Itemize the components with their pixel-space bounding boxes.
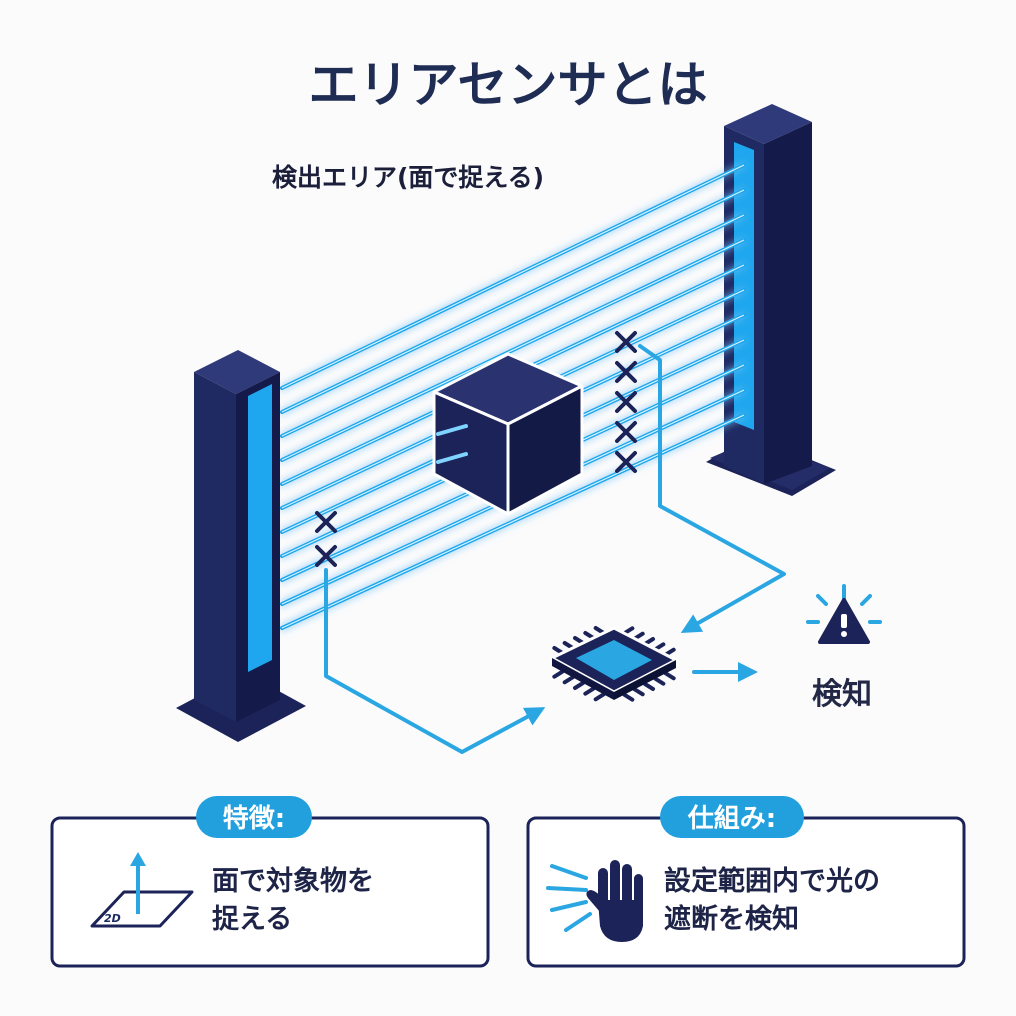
feature-badge	[196, 796, 312, 838]
chip-pin	[622, 692, 635, 702]
chip-pin	[593, 692, 606, 702]
chip-pin	[632, 687, 645, 697]
feature-card: 特徴: 2D 面で対象物を 捉える	[50, 796, 490, 968]
controller-chip	[550, 626, 678, 702]
detect-label: 検知	[812, 677, 872, 712]
blocked-mark	[615, 391, 637, 413]
mechanism-card: 仕組み: 設定範囲内で光の 遮断を検知	[526, 796, 966, 968]
plane-2d-label: 2D	[104, 912, 121, 925]
light-beam-core	[281, 414, 745, 629]
mechanism-badge	[660, 796, 804, 838]
chip-pin	[663, 671, 676, 681]
plane-2d-icon: 2D	[90, 852, 194, 928]
chip-pin	[573, 681, 585, 690]
chip-pin	[653, 676, 666, 686]
object-cube	[432, 352, 584, 516]
light-beam-core	[281, 189, 745, 413]
feature-badge-label: 特徴:	[223, 803, 285, 834]
feature-text-line-1: 面で対象物を	[212, 865, 374, 897]
detection-area-label: 検出エリア(面で捉える)	[272, 163, 544, 192]
mechanism-text-line-2: 遮断を検知	[664, 903, 799, 935]
chip-pin	[583, 686, 596, 696]
chip-pin	[643, 682, 655, 691]
blocked-mark	[615, 331, 637, 353]
blocked-beam-markers	[315, 331, 637, 567]
emitter-signal-line	[324, 568, 546, 754]
blocked-mark	[315, 545, 337, 567]
blocked-mark	[315, 511, 337, 533]
light-beam-core	[281, 239, 745, 461]
blocked-mark	[615, 361, 637, 383]
receiver-signal-line	[638, 344, 786, 633]
chip-pin	[562, 675, 575, 685]
blocked-mark	[615, 451, 637, 473]
mechanism-text-line-1: 設定範囲内で光の	[664, 865, 880, 897]
page-title: エリアセンサとは	[309, 56, 708, 114]
hand-icon	[546, 860, 643, 942]
light-beam-core	[281, 214, 745, 437]
chip-pin	[552, 669, 565, 679]
light-beam-core	[281, 164, 745, 389]
alert-icon	[806, 584, 882, 644]
signal-wiring	[324, 344, 786, 754]
feature-text-line-2: 捉える	[212, 904, 292, 935]
emitter-pillar	[176, 350, 306, 742]
mechanism-badge-label: 仕組み:	[687, 803, 776, 834]
blocked-mark	[615, 421, 637, 443]
